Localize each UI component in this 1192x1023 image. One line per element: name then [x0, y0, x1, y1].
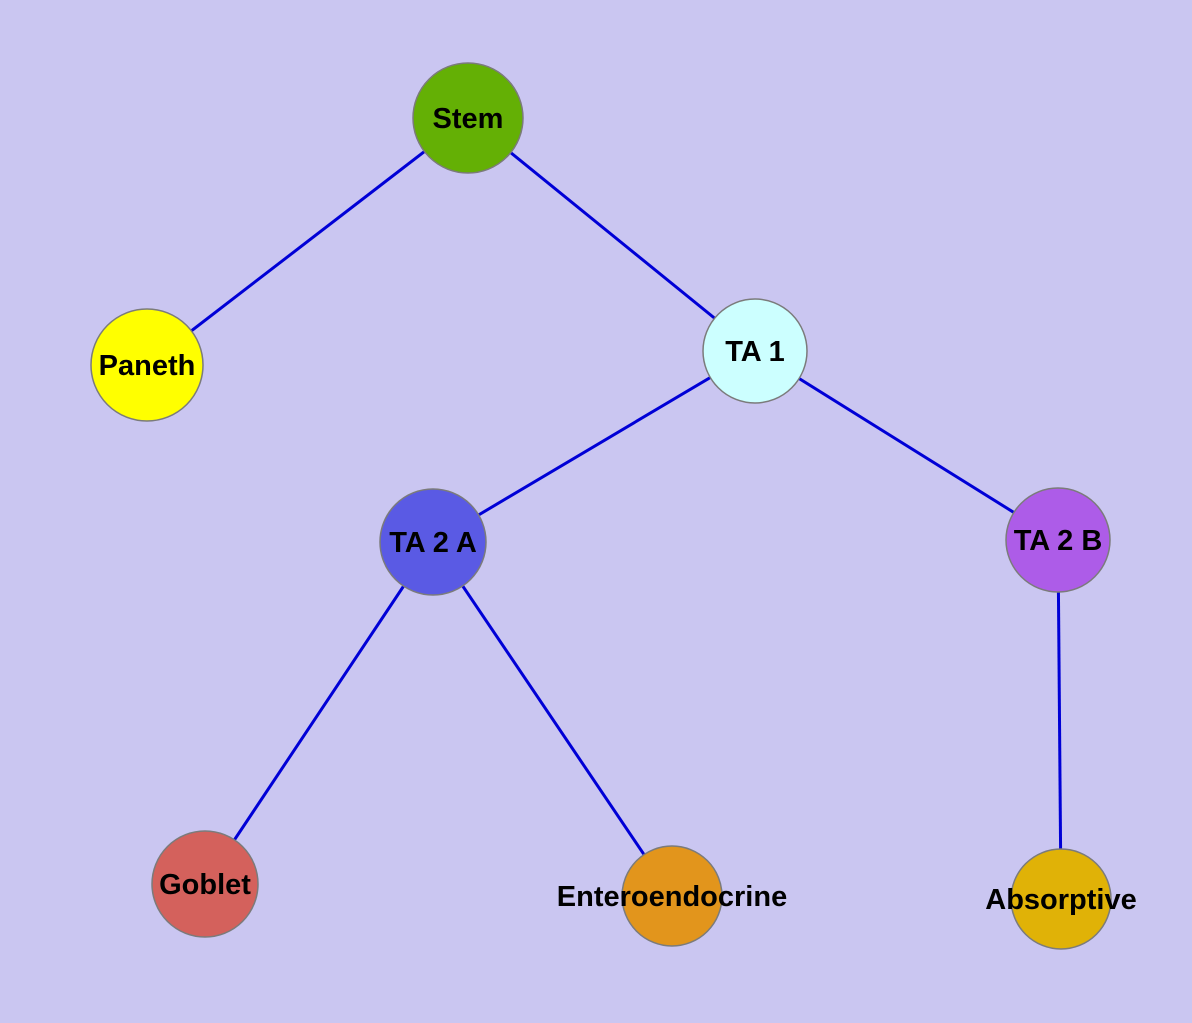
node-goblet [151, 830, 259, 938]
node-stem [412, 62, 524, 174]
node-ta2a [379, 488, 487, 596]
node-absorptive [1010, 848, 1112, 950]
node-enteroendocrine [621, 845, 723, 947]
edge-ta1-ta2a [432, 349, 756, 544]
node-paneth [90, 308, 204, 422]
edge-ta2a-goblet [203, 541, 435, 885]
edge-stem-paneth [146, 116, 469, 367]
edge-ta2b-absorptive [1056, 539, 1063, 900]
node-ta2b [1005, 487, 1111, 593]
edges-layer [146, 116, 1063, 900]
edge-ta2a-enteroendocrine [431, 541, 674, 897]
edge-ta1-ta2b [754, 349, 1059, 542]
node-ta1 [702, 298, 808, 404]
edge-stem-ta1 [467, 116, 756, 353]
